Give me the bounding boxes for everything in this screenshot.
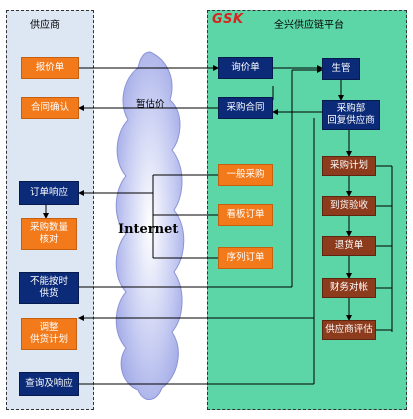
purchasing-reply-box: 采购部 回复供应商 (322, 100, 380, 130)
cannot-deliver-box: 不能按时 供货 (19, 272, 79, 304)
adjust-plan-box: 调整 供货计划 (21, 318, 77, 350)
quote-sheet-box: 报价单 (21, 57, 79, 79)
production-mgmt-box: 生管 (322, 58, 360, 80)
return-sheet-box: 退货单 (322, 236, 376, 256)
internet-label: Internet (118, 222, 179, 237)
sequence-order-box: 序列订单 (218, 247, 273, 269)
contract-confirm-box: 合同确认 (21, 97, 79, 119)
order-response-box: 订单响应 (19, 181, 79, 205)
gsk-logo: GSK (212, 12, 244, 27)
purchase-plan-box: 采购计划 (322, 156, 376, 176)
arrival-acceptance-box: 到货验收 (322, 196, 376, 216)
qty-check-box: 采购数量 核对 (21, 218, 77, 250)
kanban-order-box: 看板订单 (218, 204, 273, 226)
supplier-title: 供应商 (30, 20, 60, 31)
general-purchase-box: 一般采购 (218, 164, 273, 186)
query-response-box: 查询及响应 (19, 372, 79, 396)
tentative-price-label: 暂估价 (136, 99, 165, 110)
inquiry-sheet-box: 询价单 (218, 57, 273, 79)
financial-reconcile-box: 财务对帐 (322, 278, 376, 298)
platform-title: 全兴供应链平台 (274, 20, 344, 31)
supplier-eval-box: 供应商评估 (322, 320, 376, 340)
purchase-contract-box: 采购合同 (218, 97, 273, 119)
